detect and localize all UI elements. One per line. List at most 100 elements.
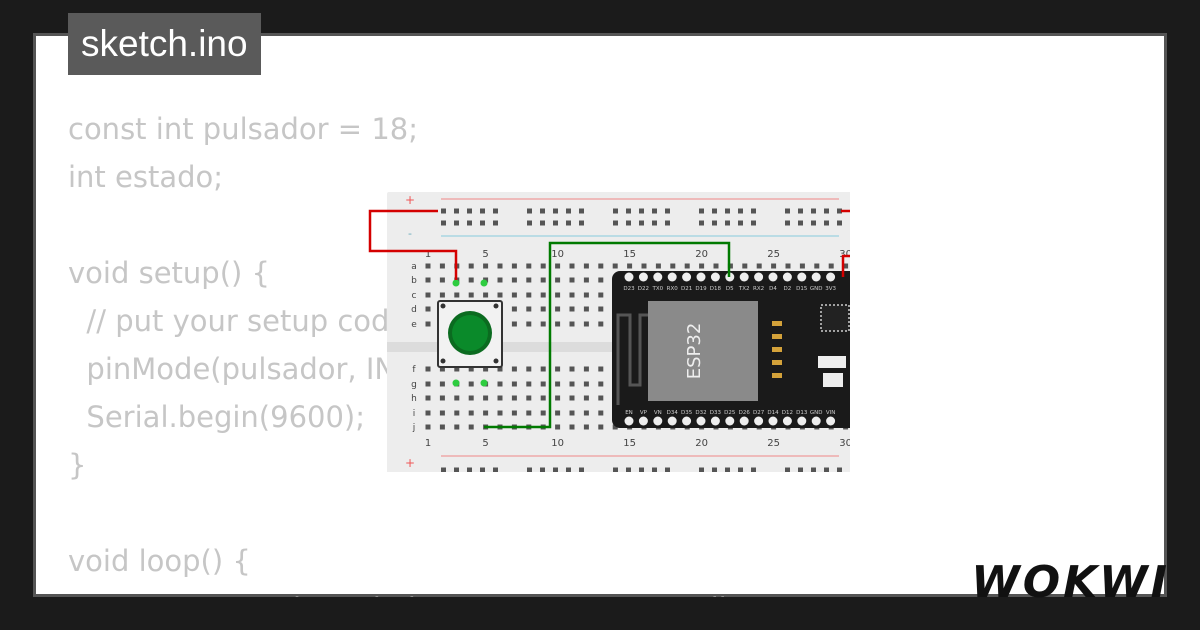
breadboard-hole [439, 381, 445, 387]
breadboard-hole [497, 366, 503, 372]
esp32-pin-top [696, 272, 706, 282]
rail-hole [454, 208, 459, 214]
esp32-pin-top [811, 272, 821, 282]
esp32-pin-bottom [638, 416, 648, 426]
rail-hole [725, 467, 730, 472]
breadboard-hole [497, 410, 503, 416]
column-label: 15 [623, 438, 636, 449]
breadboard-hole [497, 277, 503, 283]
column-label: 20 [695, 249, 708, 260]
esp32-pin-label: TX0 [651, 286, 663, 292]
usb-chip [820, 304, 850, 332]
rail-hole [626, 220, 631, 226]
rail-hole [751, 208, 756, 214]
breadboard-hole [555, 321, 561, 327]
breadboard-hole [526, 366, 532, 372]
code-line: Serial.begin(9600); [68, 400, 366, 434]
rail-hole [712, 220, 717, 226]
breadboard-hole [497, 381, 503, 387]
row-label: d [411, 305, 417, 315]
esp32-pin-bottom [653, 416, 663, 426]
breadboard-hole [598, 410, 604, 416]
esp32-pin-label: GND [810, 286, 823, 292]
breadboard-hole [425, 277, 431, 283]
breadboard-hole [483, 410, 489, 416]
breadboard-hole [583, 381, 589, 387]
rail-hole [553, 208, 558, 214]
breadboard-hole [555, 424, 561, 430]
esp32-pin-label: D23 [623, 286, 635, 292]
esp32-pin-label: 3V3 [825, 286, 836, 292]
breadboard-hole [569, 306, 575, 312]
smd-component [772, 347, 782, 352]
rail-hole [738, 208, 743, 214]
breadboard-hole [454, 424, 460, 430]
breadboard-hole [425, 306, 431, 312]
rail-hole [553, 467, 558, 472]
pushbutton[interactable] [437, 279, 503, 387]
breadboard-hole [569, 381, 575, 387]
file-tab[interactable]: sketch.ino [68, 13, 261, 75]
column-label: 1 [425, 438, 431, 449]
code-line [68, 489, 752, 537]
rail-hole [837, 220, 842, 226]
rail-hole [652, 208, 657, 214]
breadboard-hole [526, 410, 532, 416]
esp32-pin-label: RX2 [753, 286, 764, 292]
breadboard-hole [583, 277, 589, 283]
code-line: void loop() { [68, 544, 251, 578]
breadboard-hole [425, 366, 431, 372]
breadboard-hole [497, 395, 503, 401]
esp32-pin-label: D5 [726, 286, 734, 292]
breadboard-hole [555, 306, 561, 312]
rail-hole [699, 208, 704, 214]
rail-hole [811, 467, 816, 472]
breadboard-hole [468, 263, 474, 269]
rail-hole [527, 467, 532, 472]
rail-hole [441, 208, 446, 214]
esp32-pin-top [638, 272, 648, 282]
column-label: 30 [839, 249, 850, 260]
breadboard-hole [454, 366, 460, 372]
esp32-pin-bottom [782, 416, 792, 426]
rail-hole [493, 220, 498, 226]
breadboard-hole [569, 395, 575, 401]
breadboard-hole [799, 263, 805, 269]
button-pin-marker [452, 379, 460, 387]
button-screw [440, 358, 446, 364]
row-label: a [411, 262, 417, 272]
breadboard-hole [526, 263, 532, 269]
breadboard-hole [439, 395, 445, 401]
breadboard-hole [540, 277, 546, 283]
esp32-pin-label: D2 [784, 286, 792, 292]
esp32-pin-label: VP [640, 410, 648, 416]
breadboard-hole [511, 410, 517, 416]
breadboard-hole [497, 292, 503, 298]
rail-hole [553, 220, 558, 226]
code-line: void setup() { [68, 256, 270, 290]
rail-hole [798, 220, 803, 226]
row-label: i [413, 409, 416, 419]
breadboard-hole [526, 306, 532, 312]
breadboard-hole [655, 263, 661, 269]
esp32-pin-label: D26 [739, 410, 751, 416]
breadboard-hole [756, 263, 762, 269]
breadboard-hole [540, 292, 546, 298]
breadboard-hole [526, 395, 532, 401]
regulator-body [823, 373, 843, 387]
rail-hole [785, 208, 790, 214]
esp32-pin-label: D4 [769, 286, 777, 292]
breadboard-hole [511, 263, 517, 269]
rail-hole [626, 467, 631, 472]
rail-plus-label: + [405, 456, 415, 470]
esp32-pin-label: D14 [767, 410, 779, 416]
rail-hole [566, 467, 571, 472]
column-label: 25 [767, 438, 780, 449]
rail-hole [613, 220, 618, 226]
rail-hole [824, 220, 829, 226]
rail-hole [467, 220, 472, 226]
esp32-pin-bottom [682, 416, 692, 426]
esp32-pin-label: EN [625, 410, 633, 416]
breadboard-hole [569, 424, 575, 430]
